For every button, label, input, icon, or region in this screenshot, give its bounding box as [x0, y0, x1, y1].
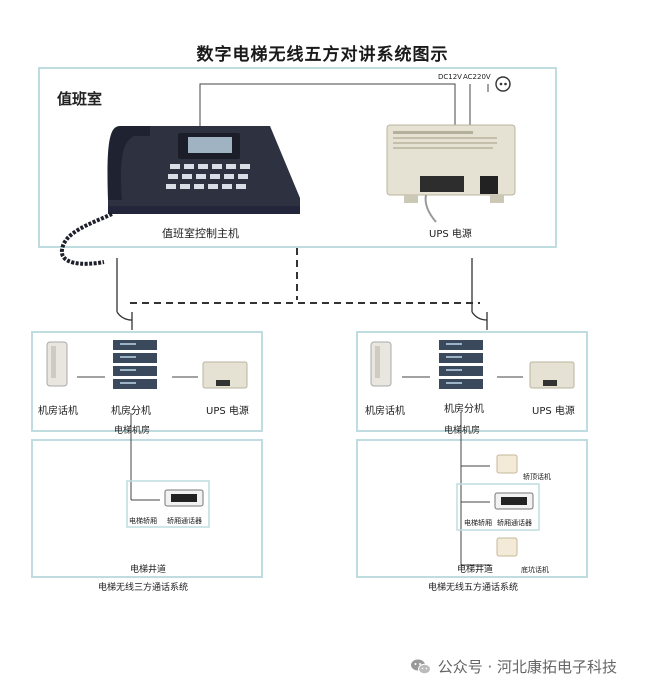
wechat-icon — [410, 659, 431, 674]
right-room-label: 电梯机房 — [444, 426, 481, 436]
antenna-right-icon — [471, 258, 488, 330]
antenna-left-icon — [116, 258, 133, 330]
right-car-intercom-label: 轿厢通话器 — [497, 519, 532, 527]
left-shaft-label: 电梯井道 — [130, 565, 167, 575]
diagram-title: 数字电梯无线五方对讲系统图示 — [196, 45, 449, 65]
right-system-caption: 电梯无线五方通话系统 — [428, 583, 519, 593]
right-pit-phone-label: 底坑话机 — [521, 566, 549, 574]
left-ups-label: UPS 电源 — [206, 406, 249, 417]
duty-room-box — [38, 67, 557, 248]
right-phone-label: 机房话机 — [365, 406, 405, 417]
right-machine-room-box — [356, 331, 588, 432]
right-car-intercom-icon — [494, 492, 534, 510]
watermark: 公众号 · 河北康拓电子科技 — [410, 656, 617, 677]
right-top-phone-label: 轿顶话机 — [523, 473, 551, 481]
ac-voltage-label: AC220V — [463, 73, 491, 81]
right-shaft-box — [356, 439, 588, 578]
right-shaft-label: 电梯井道 — [457, 565, 494, 575]
left-ext-label: 机房分机 — [111, 406, 151, 417]
control-host-label: 值班室控制主机 — [162, 227, 239, 240]
duty-ups-label: UPS 电源 — [429, 229, 472, 240]
right-car-label: 电梯轿厢 — [464, 519, 492, 527]
right-room-phone-icon — [370, 341, 392, 387]
watermark-text: 公众号 · 河北康拓电子科技 — [437, 658, 617, 676]
control-host-phone-icon — [59, 126, 300, 266]
ups-power-device-icon — [386, 124, 516, 223]
right-top-phone-icon — [496, 454, 518, 474]
left-phone-label: 机房话机 — [38, 406, 78, 417]
left-room-label: 电梯机房 — [114, 426, 151, 436]
wireless-link-dashed — [130, 248, 480, 304]
right-room-ups-icon — [529, 361, 575, 389]
dc-voltage-label: DC12V — [438, 73, 462, 81]
left-shaft-box — [31, 439, 263, 578]
left-room-phone-icon — [46, 341, 68, 387]
duty-room-heading: 值班室 — [57, 90, 103, 108]
left-system-caption: 电梯无线三方通话系统 — [98, 583, 189, 593]
power-socket-icon — [495, 76, 511, 92]
right-pit-phone-icon — [496, 537, 518, 557]
right-room-extension-icon — [439, 340, 483, 389]
ac-line — [469, 84, 489, 125]
left-machine-room-box — [31, 331, 263, 432]
left-room-ups-icon — [202, 361, 248, 389]
right-ups-label: UPS 电源 — [532, 406, 575, 417]
right-ext-label: 机房分机 — [444, 404, 484, 415]
left-car-intercom-label: 轿厢通话器 — [167, 517, 202, 525]
left-car-frame — [126, 480, 210, 528]
left-room-extension-icon — [113, 340, 157, 389]
left-car-label: 电梯轿厢 — [129, 517, 157, 525]
right-car-frame — [456, 483, 540, 531]
left-car-intercom-icon — [164, 489, 204, 507]
